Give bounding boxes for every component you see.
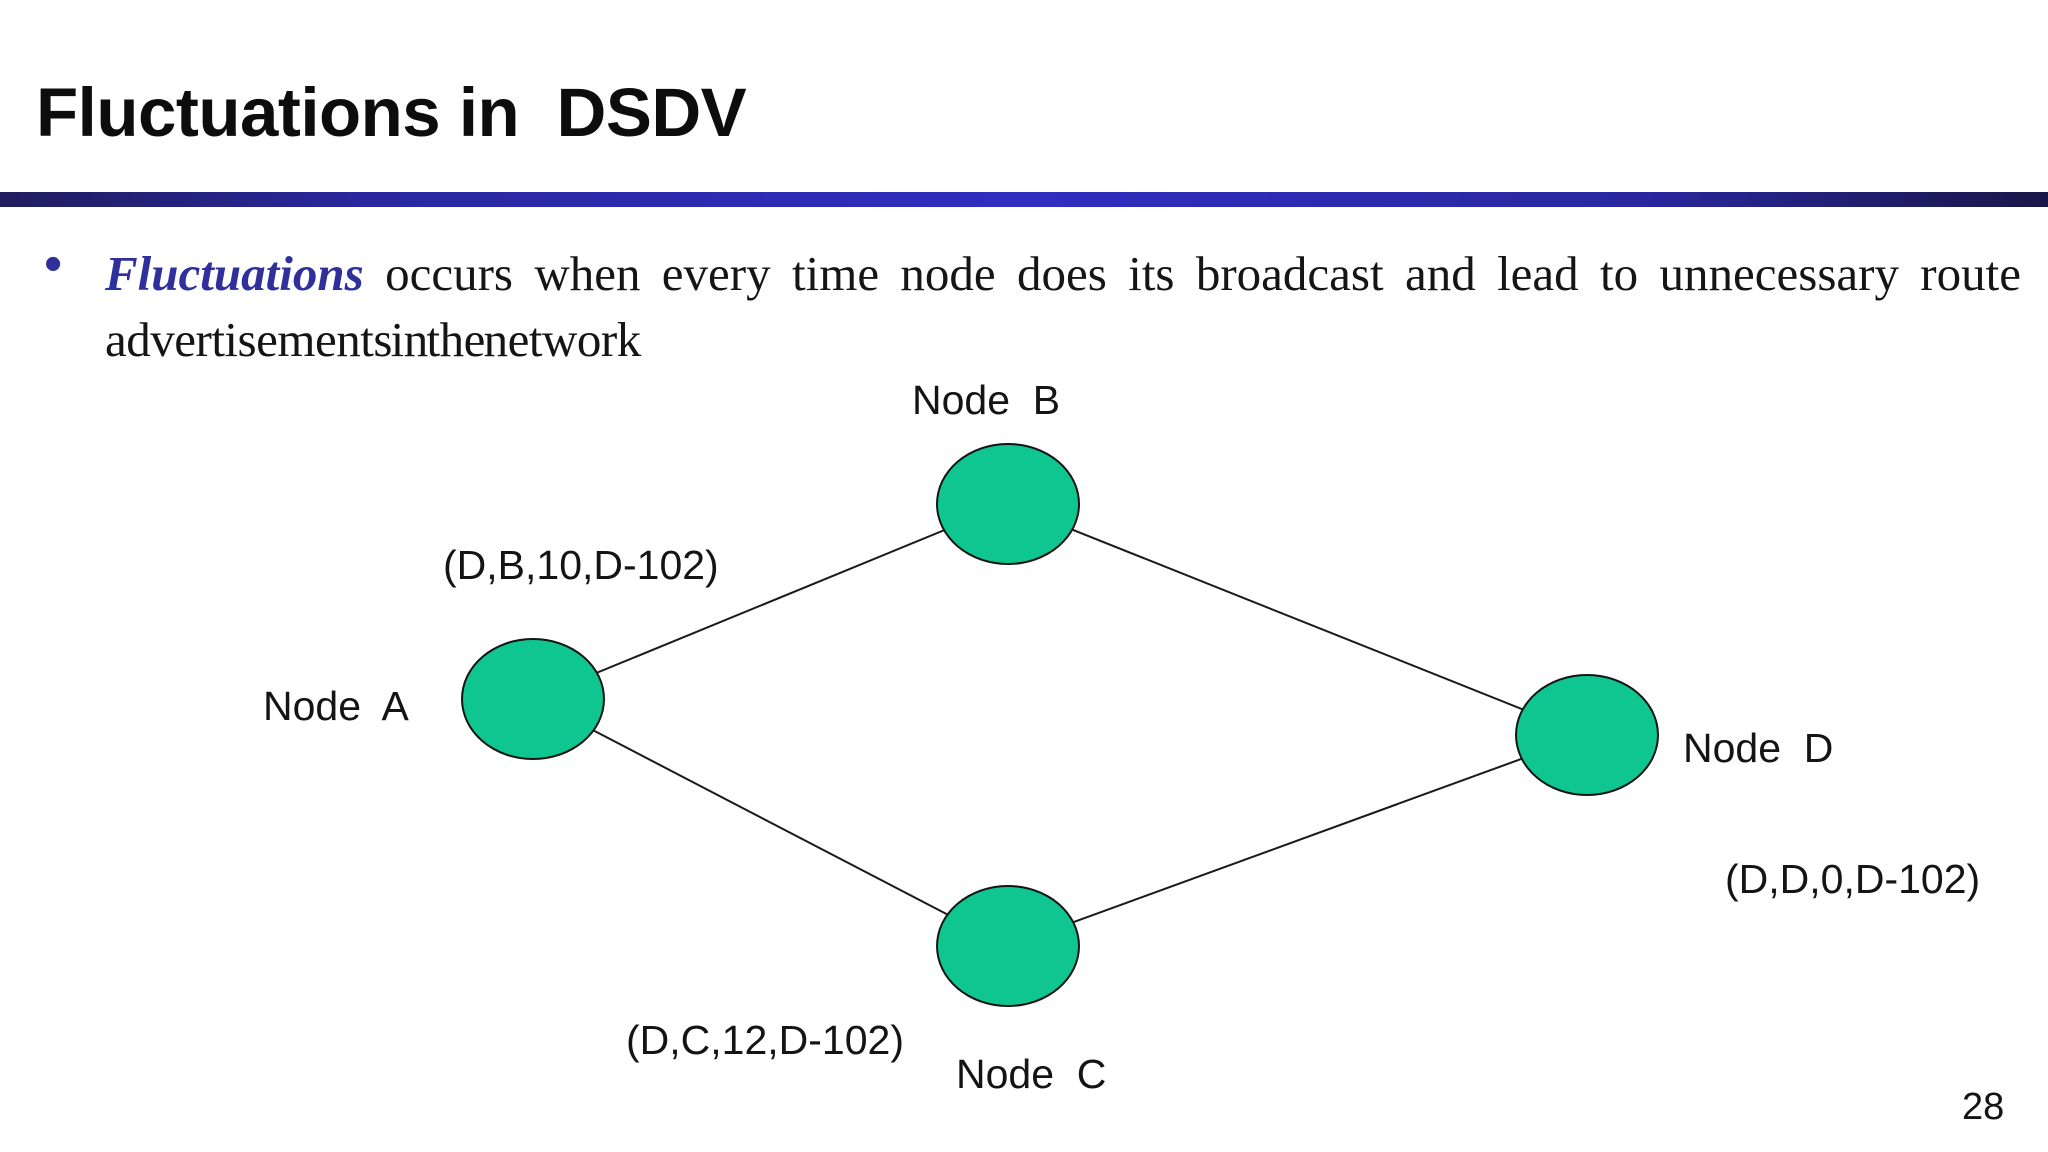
node-d-ellipse — [1515, 674, 1659, 796]
bullet-marker: • — [44, 235, 63, 293]
route-label-node-c: (D,C,12,D-102) — [626, 1017, 904, 1063]
bullet-text-line1: Fluctuations occurs when every time node… — [105, 244, 2021, 304]
keyword-fluctuations: Fluctuations — [105, 246, 364, 301]
bullet-text-line2: advertisements in the network — [105, 312, 641, 367]
page-number: 28 — [1962, 1086, 2005, 1128]
edge-a-c — [532, 698, 1009, 947]
node-c-ellipse — [936, 885, 1080, 1007]
node-b-ellipse — [936, 443, 1080, 565]
edge-b-d — [1007, 503, 1588, 736]
node-c-label: Node C — [956, 1051, 1107, 1097]
route-label-node-b: (D,B,10,D-102) — [443, 542, 719, 588]
title-divider-bar — [0, 192, 2048, 207]
node-a-label: Node A — [263, 683, 409, 729]
slide-title: Fluctuations in DSDV — [36, 74, 747, 151]
edge-a-b — [532, 503, 1009, 700]
edge-c-d — [1007, 734, 1588, 947]
node-d-label: Node D — [1683, 725, 1834, 771]
node-b-label: Node B — [912, 377, 1061, 423]
route-label-node-d: (D,D,0,D-102) — [1725, 856, 1981, 902]
bullet-line1-rest: occurs when every time node does its bro… — [363, 246, 2021, 301]
node-a-ellipse — [461, 638, 605, 760]
